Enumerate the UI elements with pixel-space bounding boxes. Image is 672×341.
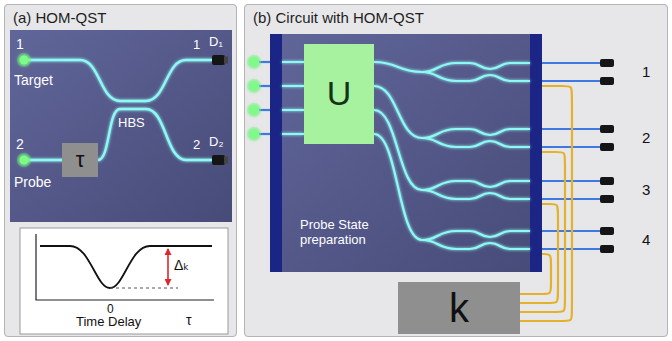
photonic-chip: Probe State preparation U	[270, 34, 542, 272]
visibility-arrow	[167, 249, 169, 285]
detector-cap	[224, 157, 228, 164]
axis-label: Time Delay	[76, 315, 141, 330]
processing-box: k	[398, 282, 520, 334]
plot-axes	[36, 234, 214, 300]
waveguide	[422, 138, 530, 147]
input-ports	[247, 55, 261, 141]
inset-plot	[20, 228, 228, 334]
waveguide	[422, 231, 530, 240]
box-symbol: U	[327, 74, 352, 113]
detector	[600, 227, 614, 235]
hom-dip-curve	[40, 246, 212, 288]
panel-title: (b) Circuit with HOM-QST	[253, 9, 659, 26]
input-port	[20, 156, 29, 165]
unitary-box: U	[304, 44, 374, 144]
input-port	[250, 58, 259, 67]
waveguide	[374, 134, 422, 240]
port-glow	[247, 79, 261, 93]
port-name: Probe	[14, 174, 51, 190]
chip-edge-bar	[530, 34, 542, 272]
waveguide	[374, 62, 422, 72]
panel-title: (a) HOM-QST	[13, 9, 228, 26]
optical-fiber	[520, 86, 572, 321]
port-glow	[17, 53, 31, 67]
splitter-label: HBS	[118, 116, 145, 131]
waveguide	[422, 72, 530, 81]
optical-fiber	[520, 152, 565, 312]
detector	[212, 155, 225, 165]
port-glow	[17, 153, 31, 167]
chip-caption: Probe State preparation	[300, 218, 392, 248]
waveguide	[374, 110, 422, 190]
axis-symbol: τ	[186, 312, 192, 328]
detector	[600, 77, 614, 85]
input-port	[20, 56, 29, 65]
fiber	[542, 63, 600, 81]
waveguide	[24, 109, 212, 160]
port-number: 1	[193, 38, 200, 53]
input-port	[250, 130, 259, 139]
detector	[600, 245, 614, 253]
optical-fiber	[520, 204, 558, 303]
delay-box: τ	[62, 143, 98, 177]
fiber-bundle	[520, 86, 572, 321]
input-port	[250, 82, 259, 91]
panel-frame: (a) HOM-QST τ	[4, 4, 237, 337]
detector	[600, 125, 614, 133]
detector	[600, 59, 614, 67]
detector-label: D₁	[209, 35, 223, 50]
detector-cap	[224, 57, 228, 64]
output-number: 1	[642, 63, 650, 80]
port-name: Target	[14, 72, 53, 88]
port-number: 2	[16, 136, 24, 152]
port-number: 2	[193, 138, 200, 153]
output-number: 2	[642, 129, 650, 146]
panel-ground	[4, 4, 237, 337]
detector-label: D₂	[209, 135, 223, 150]
waveguide	[422, 181, 530, 190]
input-fibers	[259, 62, 270, 134]
detector	[600, 195, 614, 203]
dip-visibility: Δₖ	[174, 257, 189, 273]
detector	[600, 177, 614, 185]
port-glow	[247, 127, 261, 141]
detectors	[600, 59, 614, 253]
panel-ground	[244, 4, 668, 337]
box-symbol: τ	[76, 147, 85, 172]
port-glow	[247, 55, 261, 69]
detector	[600, 143, 614, 151]
output-number: 3	[642, 181, 650, 198]
chip	[10, 30, 232, 222]
box-symbol: k	[449, 285, 469, 331]
waveguide	[422, 190, 530, 199]
detector	[212, 55, 225, 65]
chip-edge-bar	[270, 34, 282, 272]
chip	[270, 34, 542, 272]
port-number: 1	[16, 36, 24, 52]
waveguide	[282, 62, 304, 134]
waveguide	[422, 129, 530, 138]
dip-level	[110, 288, 178, 289]
optical-fiber	[520, 254, 551, 294]
input-ports	[17, 53, 31, 167]
input-port	[250, 106, 259, 115]
panel-frame: (b) Circuit with HOM-QST Probe State prep…	[244, 4, 668, 337]
port-glow	[247, 103, 261, 117]
waveguide	[422, 63, 530, 72]
output-number: 4	[642, 231, 650, 248]
waveguide	[422, 240, 530, 249]
